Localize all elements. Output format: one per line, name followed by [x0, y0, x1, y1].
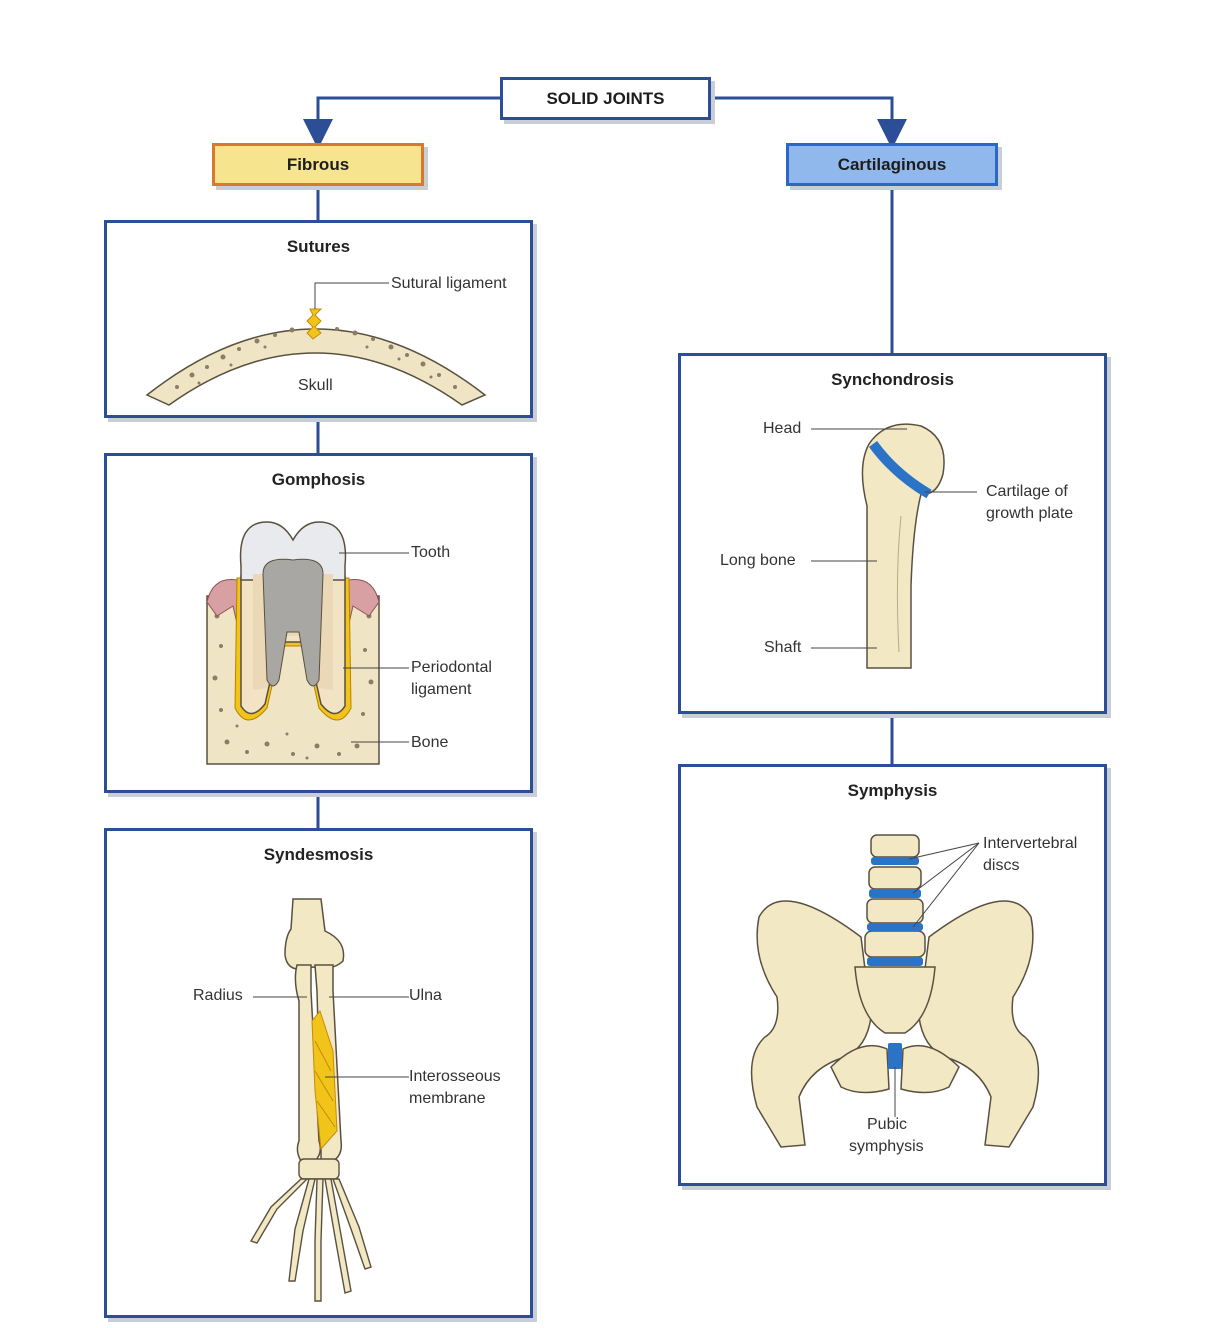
interosseous-label-1: Interosseous	[409, 1068, 501, 1085]
intervertebral-label-2: discs	[983, 857, 1020, 874]
synchondrosis-title: Synchondrosis	[831, 370, 954, 389]
intervertebral-label-1: Intervertebral	[983, 835, 1078, 852]
fibrous-box: Fibrous	[212, 143, 424, 186]
gomphosis-panel: Gomphosis Tooth Periodontal ligament Bon…	[104, 453, 533, 793]
long-bone-illustration	[811, 423, 977, 669]
long-bone-label: Long bone	[720, 552, 796, 569]
syndesmosis-title: Syndesmosis	[263, 845, 374, 864]
root-title: SOLID JOINTS	[546, 88, 665, 108]
radius-label: Radius	[193, 987, 243, 1004]
head-label: Head	[763, 420, 802, 437]
skull-label: Skull	[298, 377, 333, 394]
interosseous-label-2: membrane	[409, 1090, 486, 1107]
fibrous-label: Fibrous	[286, 154, 350, 174]
gomphosis-title: Gomphosis	[271, 470, 366, 489]
bone-label: Bone	[411, 734, 449, 751]
pubic-label-2: symphysis	[849, 1138, 924, 1155]
sutures-title: Sutures	[286, 237, 351, 256]
pelvis-illustration	[750, 834, 1040, 1148]
periodontal-label-1: Periodontal	[411, 659, 492, 676]
root-box: SOLID JOINTS	[500, 77, 711, 120]
sutures-panel: Sutures Sutural ligament Skull	[104, 220, 533, 418]
ulna-label: Ulna	[409, 987, 442, 1004]
forearm-illustration	[249, 898, 409, 1302]
sutural-ligament-label: Sutural ligament	[391, 275, 507, 292]
periodontal-label-2: ligament	[411, 681, 472, 698]
syndesmosis-panel: Syndesmosis Radius Ulna Interosseous mem…	[104, 828, 533, 1318]
symphysis-panel: Symphysis Interve	[678, 764, 1107, 1186]
tooth-label: Tooth	[411, 544, 451, 561]
cartilage-label-1: Cartilage of	[986, 483, 1068, 500]
cartilaginous-label: Cartilaginous	[837, 154, 947, 174]
tooth-illustration	[206, 521, 409, 765]
symphysis-title: Symphysis	[847, 781, 938, 800]
cartilage-label-2: growth plate	[986, 505, 1074, 522]
cartilaginous-box: Cartilaginous	[786, 143, 998, 186]
pubic-label-1: Pubic	[867, 1116, 908, 1133]
skull-illustration	[145, 282, 487, 406]
shaft-label: Shaft	[764, 639, 802, 656]
synchondrosis-panel: Synchondrosis Head Cartilage of growth p…	[678, 353, 1107, 714]
